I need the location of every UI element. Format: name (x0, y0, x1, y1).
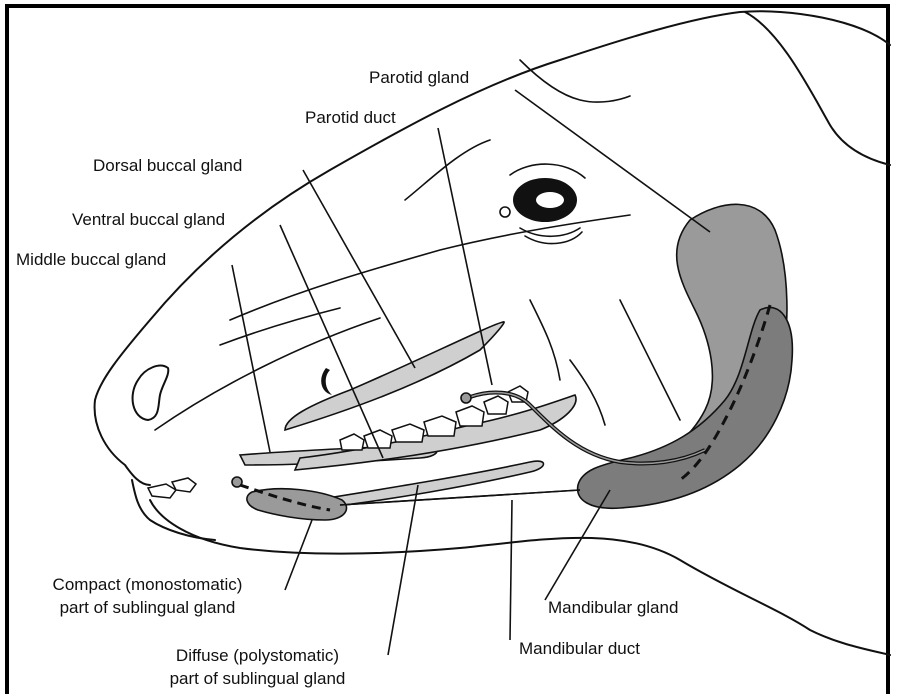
ear-outline (745, 12, 890, 165)
diffuse-sublingual-gland (315, 461, 544, 508)
nostril (133, 366, 169, 420)
eyelid-lower (520, 228, 580, 236)
face-line-upper (230, 215, 630, 320)
crescent-mark (321, 368, 332, 395)
eyelid-upper (510, 164, 585, 178)
label-parotid-duct: Parotid duct (305, 108, 396, 128)
face-line-chin (570, 360, 605, 425)
leader-diffuse-sublingual (388, 485, 418, 655)
parotid-duct-opening (461, 393, 471, 403)
label-dorsal-buccal-gland: Dorsal buccal gland (93, 156, 242, 176)
leader-mandibular-duct (510, 500, 512, 640)
eye-corner (500, 207, 510, 217)
label-diffuse-sublingual-line2: part of sublingual gland (125, 669, 390, 689)
label-parotid-gland: Parotid gland (369, 68, 469, 88)
label-diffuse-sublingual-line1: Diffuse (polystomatic) (125, 646, 390, 666)
leader-dorsal-buccal (303, 170, 415, 368)
label-mandibular-duct: Mandibular duct (519, 639, 640, 659)
leader-mandibular-gland (545, 490, 610, 600)
label-ventral-buccal-gland: Ventral buccal gland (72, 210, 225, 230)
eye-highlight (536, 192, 564, 208)
face-line-mid (530, 300, 560, 380)
incisors (148, 478, 196, 498)
leader-middle-buccal (232, 265, 270, 452)
face-line-jaw (620, 300, 680, 420)
face-line-forehead (520, 60, 630, 102)
label-compact-sublingual-line1: Compact (monostomatic) (5, 575, 290, 595)
label-mandibular-gland: Mandibular gland (548, 598, 678, 618)
label-middle-buccal-gland: Middle buccal gland (16, 250, 166, 270)
label-compact-sublingual-line2: part of sublingual gland (5, 598, 290, 618)
